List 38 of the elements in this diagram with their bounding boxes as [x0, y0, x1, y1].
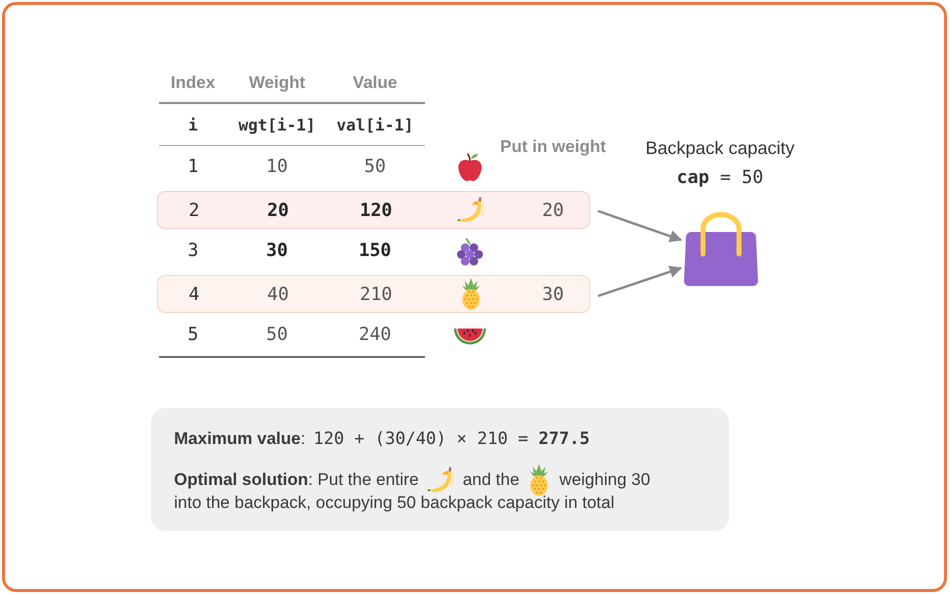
- arrow: [598, 210, 682, 242]
- column-symbol: wgt[i-1]: [238, 115, 316, 135]
- solution-text: Optimal solution: Put the entire: [174, 470, 419, 490]
- table-value: 150: [358, 240, 392, 262]
- table-value: 3: [188, 240, 198, 262]
- highlighted-row: [157, 275, 590, 313]
- result-label: Maximum value:: [174, 429, 306, 450]
- column-header: Value: [352, 72, 398, 94]
- table-value: 50: [364, 156, 386, 178]
- caption-text: Backpack capacity: [645, 138, 795, 160]
- weight-value: 20: [542, 200, 564, 222]
- table-value: 4: [188, 284, 200, 306]
- column-header: Index: [170, 72, 216, 94]
- solution-text: weighing 30: [559, 470, 650, 490]
- capacity-formula: cap = 50: [676, 167, 764, 189]
- solution-text: into the backpack, occupying 50 backpack capacity in total: [174, 493, 614, 514]
- column-header: Weight: [248, 72, 306, 94]
- table-value: 50: [266, 324, 288, 346]
- table-value: 210: [360, 284, 392, 306]
- table-value: 120: [360, 200, 392, 222]
- table-value: 10: [266, 156, 288, 178]
- table-value: 1: [188, 156, 198, 178]
- column-header: Put in weight: [500, 136, 606, 158]
- solution-text: and the: [462, 470, 520, 490]
- table-value: 240: [358, 324, 392, 346]
- table-value: 20: [267, 200, 289, 222]
- table-value: 2: [188, 200, 200, 222]
- table-value: 40: [267, 284, 289, 306]
- highlighted-row: [157, 191, 590, 229]
- result-formula: 120 + (30/40) × 210 = 277.5: [313, 429, 590, 450]
- column-symbol: i: [188, 115, 198, 135]
- summary-panel: [151, 408, 729, 531]
- column-symbol: val[i-1]: [336, 115, 414, 135]
- arrow: [598, 266, 682, 298]
- table-value: 5: [188, 324, 198, 346]
- weight-value: 30: [542, 284, 564, 306]
- handbag-icon: [684, 212, 758, 286]
- table-value: 30: [266, 240, 288, 262]
